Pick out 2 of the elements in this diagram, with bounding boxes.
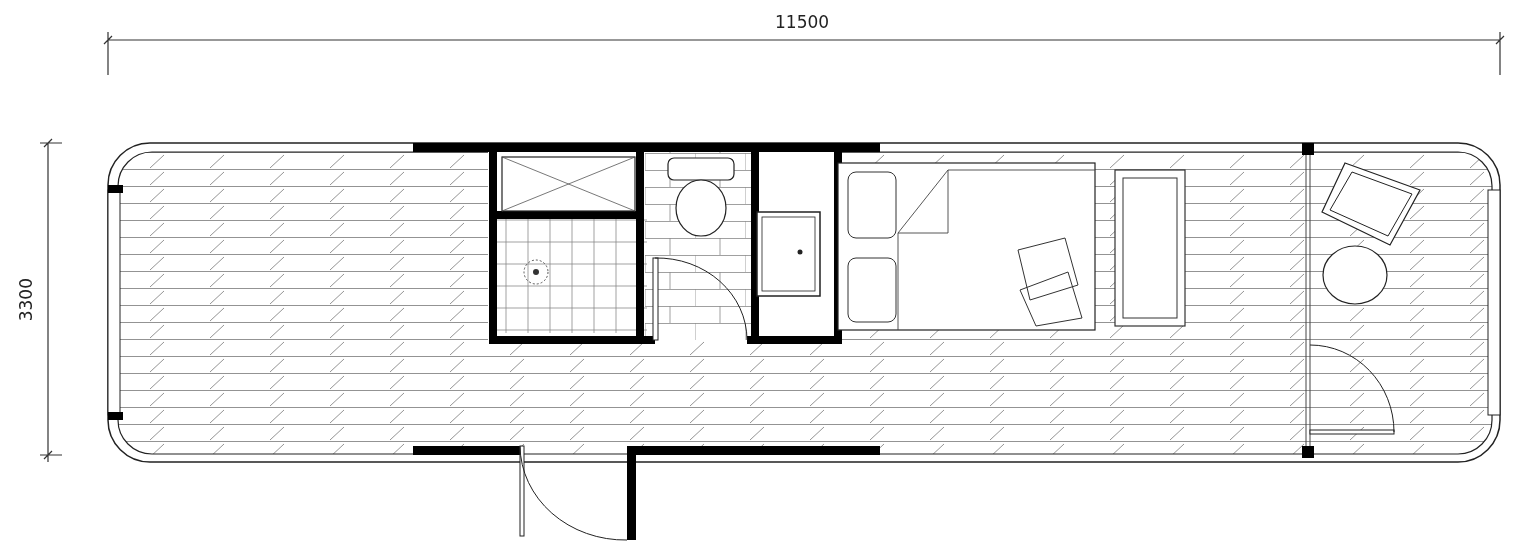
dimension-label: 11500 [775,14,830,31]
dimension-label: 3300 [18,278,35,322]
